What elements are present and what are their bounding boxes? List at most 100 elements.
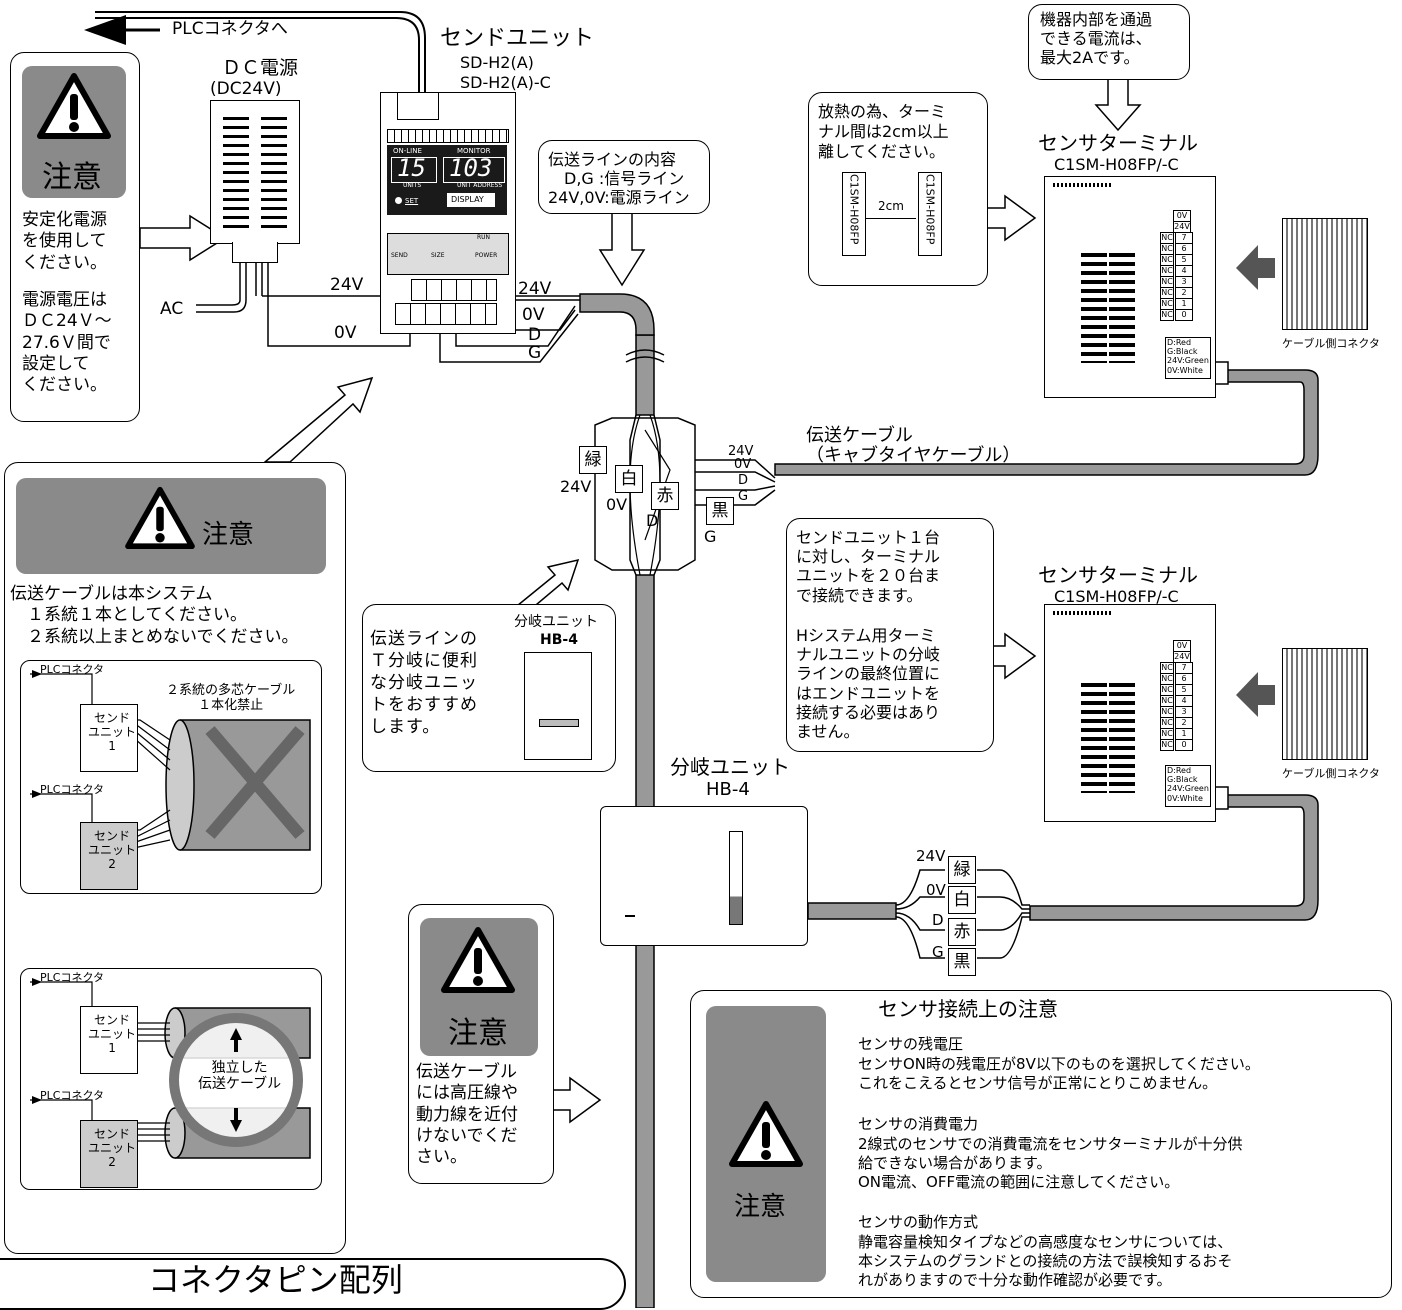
plc-label-2: PLCコネクタ [40, 783, 105, 796]
g-wire-label: G [528, 343, 542, 363]
caution-word-big: 注意 [202, 520, 255, 550]
top-out-d: D [738, 473, 749, 488]
send-unit-title: センドユニット [440, 26, 595, 51]
branch-unit-main [600, 806, 808, 946]
top-g: G [704, 527, 717, 546]
top-0v: 0V [606, 495, 628, 514]
connector-pin-heading [0, 1258, 626, 1310]
connector-label-1: ケーブル側コネクタ [1282, 337, 1380, 350]
current-note [1028, 4, 1190, 80]
plc-connector-label: PLCコネクタへ [172, 19, 288, 39]
transmission-cable-sub: （キャブタイヤケーブル） [806, 445, 1021, 466]
terminal-pin: 24V [1160, 221, 1191, 233]
legend-2 [1165, 765, 1211, 807]
warning-icon-sensor [729, 1101, 803, 1167]
v0-right-label: 0V [522, 305, 545, 325]
terminal-count-note [786, 518, 994, 752]
gap-label: 2cm [878, 199, 904, 213]
caution-word: 注意 [42, 160, 102, 195]
ac-label: AC [160, 299, 184, 319]
independent-label: 独立した 伝送ケーブル [198, 1060, 282, 1093]
terminal-sample-b [918, 172, 942, 256]
sensor-caution-p1: センサON時の残電圧が8V以下のものを選択してください。 これをこえるとセンサ信… [858, 1055, 1260, 1092]
transmission-line-text: 伝送ラインの内容 D,G :信号ライン 24V,0V:電源ライン [548, 150, 690, 208]
sensor-caution-p3: 静電容量検知タイプなどの高感度なセンサについては、 本システムのグランドとの接続… [858, 1233, 1233, 1289]
cable-branch-main-out [807, 902, 897, 920]
tag-white-bottom: 白 [948, 886, 976, 914]
branch-unit-thumb [524, 652, 592, 760]
terminal-pin: 0V [1160, 210, 1191, 222]
send-unit-model-2: SD-H2(A)-C [460, 73, 551, 92]
connector-label-2: ケーブル側コネクタ [1282, 767, 1380, 780]
tag-green-bottom: 緑 [948, 856, 976, 884]
terminal-count-text-2: Hシステム用ターミ ナルユニットの分岐 ラインの最終位置に はエンドユニットを … [796, 626, 941, 741]
display-left-digits [391, 157, 437, 183]
caution-big-text: 伝送ケーブルは本システム １系統１本としてください。 ２系統以上まとめないでくだ… [10, 584, 299, 647]
bottom-g: G [932, 943, 944, 961]
arrow-connector-2 [1236, 672, 1275, 717]
top-d: D [646, 511, 659, 530]
send-unit-box-1 [80, 704, 138, 772]
callout-arrow-recommend [509, 558, 580, 611]
plc-label-4: PLCコネクタ [40, 1089, 105, 1102]
branch-recommend-title: 分岐ユニット [514, 614, 598, 630]
terminal-sample-a [842, 172, 866, 256]
v24-left-label: 24V [330, 275, 364, 295]
display-right-digits [443, 157, 505, 183]
caution-word-bottom: 注意 [448, 1016, 508, 1051]
warning-icon [37, 73, 111, 139]
dc-power-subtitle: (DC24V) [210, 79, 282, 99]
trunk-cable-top [635, 334, 655, 416]
bottom-0v: 0V [926, 881, 946, 899]
transmission-cable-label: 伝送ケーブル [806, 425, 913, 446]
callout-arrow-left-top [139, 214, 227, 262]
terminal-pin: 0V [1160, 640, 1191, 652]
tag-white-top: 白 [615, 465, 643, 493]
cable-connector-1 [1282, 218, 1368, 330]
sensor-terminal-1: D:Red G:Black 24V:Green 0V:White [1044, 176, 1216, 398]
send-unit-box-3 [80, 1006, 138, 1074]
d-wire-label: D [528, 325, 542, 345]
current-note-text: 機器内部を通過 できる電流は、 最大2Aです。 [1040, 10, 1153, 68]
tag-red-top: 赤 [651, 482, 679, 510]
display-button [447, 193, 495, 207]
send-unit-display-panel: ON-LINE MONITOR 15 103 UNITS UNIT ADDRES… [387, 145, 507, 215]
sensor-terminal-2-title: センサターミナル [1038, 563, 1198, 587]
terminal-pin: 24V [1160, 651, 1191, 663]
heat-note [808, 92, 988, 286]
prohibited-graphics [30, 670, 311, 851]
plc-cable [95, 11, 426, 92]
callout-arrow-current [1094, 77, 1142, 132]
branch-recommend-text: 伝送ラインの Ｔ分岐に便利 な分岐ユニッ トをおすすめ します。 [370, 629, 478, 738]
heat-note-text: 放熱の為、ターミ ナル間は2cm以上 離してください。 [818, 102, 949, 161]
caution-word-sensor: 注意 [734, 1192, 787, 1222]
dc-power-title: ＤＣ電源 [222, 57, 299, 79]
sensor-terminal-1-model: C1SM-H08FP/-C [1054, 155, 1179, 174]
independent-graphics [30, 978, 311, 1159]
trunk-bend [579, 293, 655, 336]
caution-text-voltage: 電源電圧は ＤＣ24Ｖ～ 27.6Ｖ間で 設定して ください。 [22, 290, 112, 395]
sensor-caution-p2: 2線式のセンサでの消費電流をセンサターミナルが十分供 給できない場合があります。… [858, 1135, 1243, 1191]
branch-recommend-model: HB-4 [540, 632, 578, 648]
v24-right-label: 24V [518, 279, 552, 299]
pin-label: 0 [1175, 739, 1193, 751]
sensor-caution-h2: センサの消費電力 [858, 1115, 979, 1133]
top-out-g: G [738, 489, 749, 504]
caution-bottom-text: 伝送ケーブル には高圧線や 動力線を近付 けないでくだ さい。 [416, 1062, 518, 1167]
callout-arrow-transmission [598, 211, 646, 287]
